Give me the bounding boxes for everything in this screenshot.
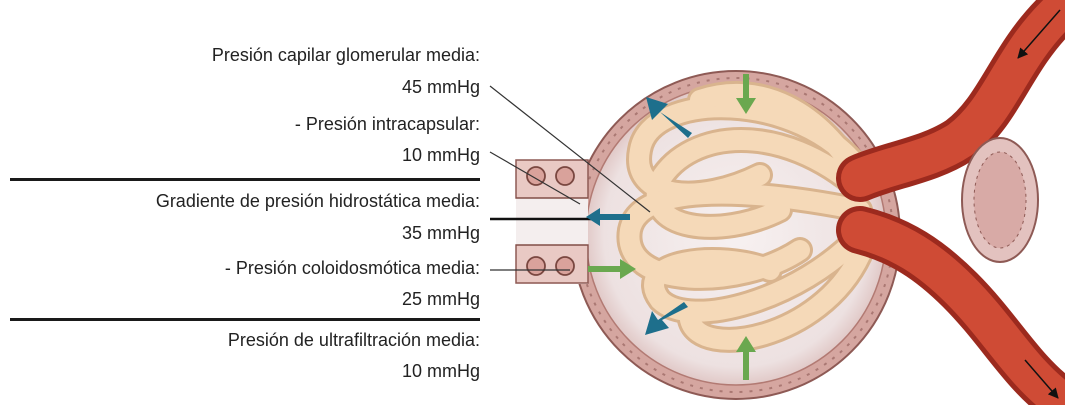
- tubule-opening: [516, 160, 588, 284]
